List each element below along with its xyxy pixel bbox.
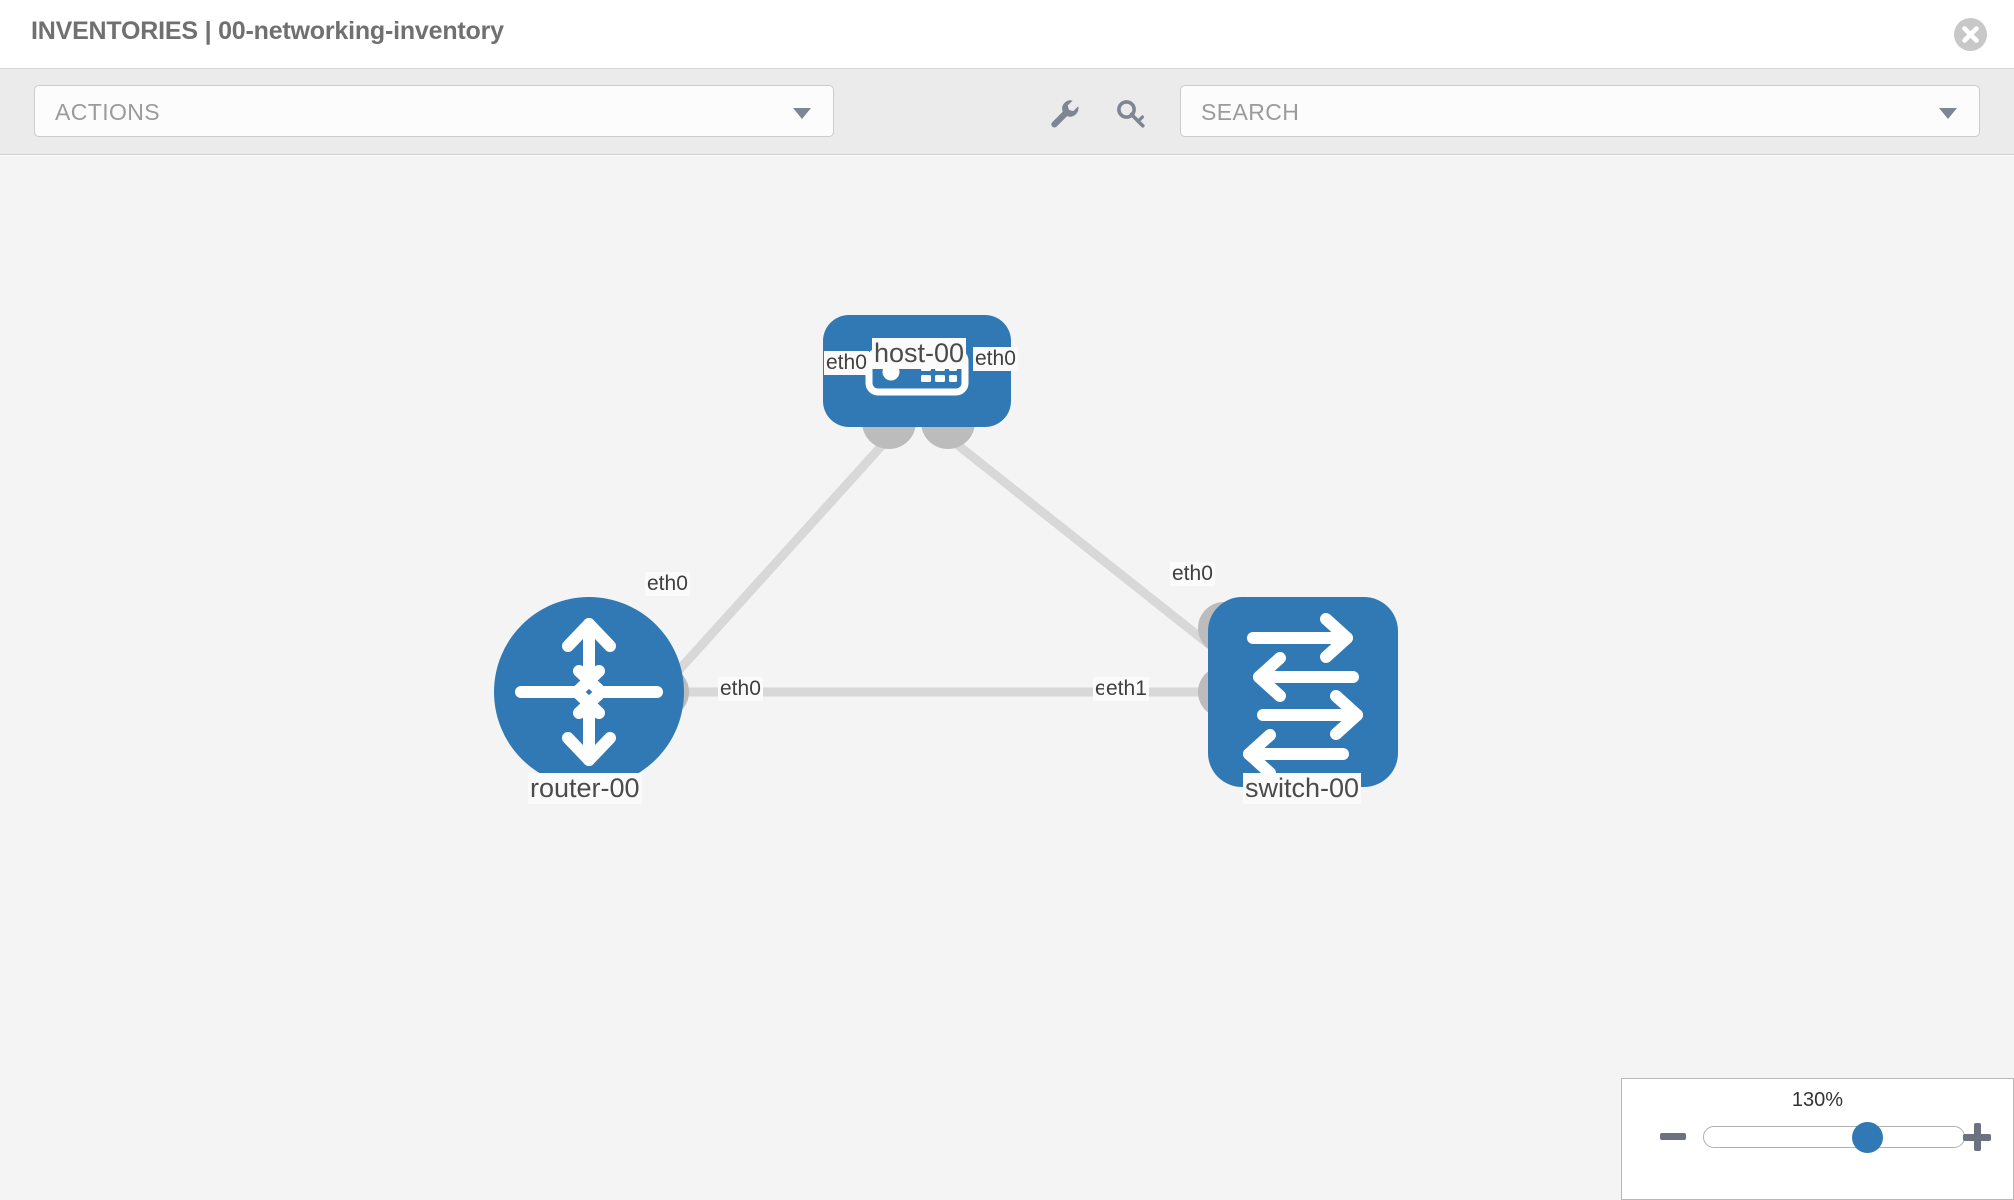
- key-icon[interactable]: [1114, 97, 1148, 131]
- chevron-down-icon[interactable]: [1939, 108, 1957, 119]
- actions-dropdown[interactable]: ACTIONS: [34, 85, 834, 137]
- search-placeholder: SEARCH: [1201, 99, 1300, 125]
- link-host-router: [656, 427, 899, 695]
- edge-label-host-eth0-right: eth0: [973, 347, 1018, 371]
- edge-label-switch-eth1: eth1: [1104, 677, 1149, 701]
- node-label-router-00: router-00: [528, 773, 642, 804]
- node-label-host-00: host-00: [872, 338, 967, 369]
- search-input[interactable]: SEARCH: [1180, 85, 1980, 137]
- actions-dropdown-label: ACTIONS: [55, 99, 161, 125]
- zoom-slider[interactable]: [1703, 1121, 1965, 1153]
- toolbar: ACTIONS SEARCH: [0, 69, 2014, 155]
- node-switch-00: [1208, 597, 1398, 787]
- edge-label-router-eth0: eth0: [718, 677, 763, 701]
- plus-icon[interactable]: [1963, 1123, 1991, 1151]
- close-icon[interactable]: [1954, 18, 1987, 51]
- topology-links: [656, 427, 1233, 697]
- zoom-slider-handle[interactable]: [1852, 1121, 1884, 1153]
- edge-label-router-eth0-uplink: eth0: [645, 572, 690, 596]
- zoom-percent-label: 130%: [1791, 1089, 1844, 1111]
- node-label-switch-00: switch-00: [1243, 773, 1362, 804]
- edge-label-host-eth0-left: eth0: [824, 351, 869, 375]
- topology-ports: [637, 395, 1250, 718]
- page-header: INVENTORIES | 00-networking-inventory: [0, 0, 2014, 69]
- switch-arrows-icon: [1243, 613, 1363, 779]
- page-title: INVENTORIES | 00-networking-inventory: [31, 17, 504, 45]
- topology-canvas[interactable]: host-00 router-00 switch-00 eth0 eth0 et…: [0, 156, 2014, 1200]
- node-router-00: [494, 597, 684, 787]
- link-host-switch: [937, 427, 1233, 665]
- minus-icon[interactable]: [1660, 1133, 1686, 1140]
- chevron-down-icon: [793, 108, 811, 119]
- zoom-control-panel: 130%: [1621, 1078, 2014, 1200]
- wrench-icon[interactable]: [1048, 97, 1082, 131]
- edge-label-switch-eth0-uplink: eth0: [1170, 562, 1215, 586]
- router-arrows-icon: [515, 618, 663, 766]
